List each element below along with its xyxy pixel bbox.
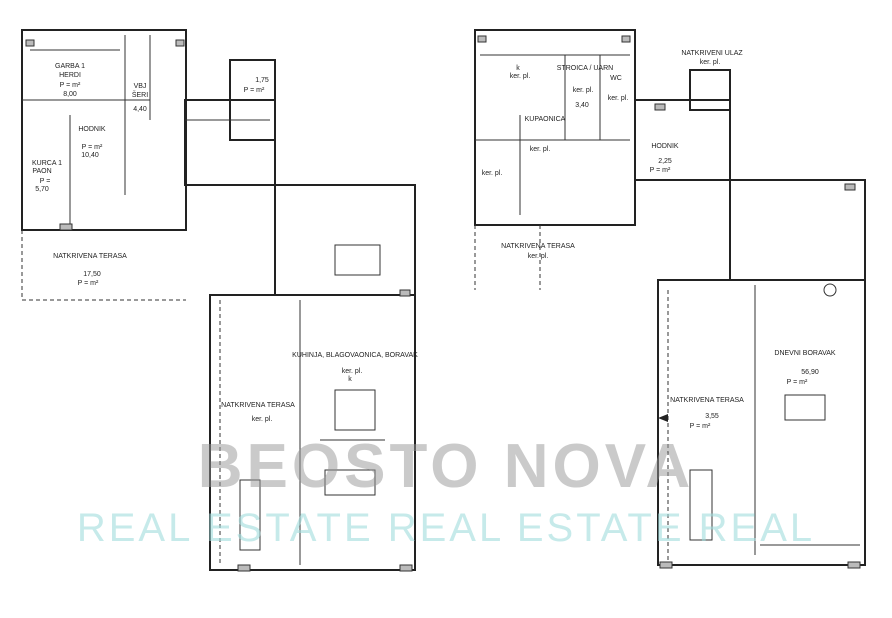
area-label: P = m²	[244, 87, 265, 94]
room-area: 4,40	[133, 106, 147, 113]
room-label: NATKRIVENA TERASA	[670, 397, 744, 404]
floor-label: ker. pl.	[252, 416, 273, 423]
room-label: NATKRIVENI ULAZ	[681, 50, 743, 57]
room-label: VBJ	[134, 83, 147, 90]
room-label: HODNIK	[78, 126, 106, 133]
floor-label: ker. pl.	[700, 59, 721, 66]
room-area: 10,40	[81, 152, 99, 159]
area-label: P = m²	[60, 82, 81, 89]
area-label: P = m²	[78, 280, 99, 287]
room-area: 17,50	[83, 271, 101, 278]
floor-plan-left: GARBA 1 HERDI P = m² 8,00 VBJ ŠERI 4,40 …	[21, 29, 418, 572]
room-area: 1,75	[255, 77, 269, 84]
area-label: P =	[40, 178, 51, 185]
wall-outline	[274, 184, 416, 296]
room-label: NATKRIVENA TERASA	[53, 253, 127, 260]
room-area: 2,25	[658, 158, 672, 165]
floor-label: ker. pl.	[528, 253, 549, 260]
wall-outline	[229, 59, 276, 141]
area-label: P = m²	[787, 379, 808, 386]
room-label: STROICA / UARN	[557, 65, 613, 72]
room-label: k	[516, 65, 520, 72]
floor-label: ker. pl.	[342, 368, 363, 375]
area-label: P = m²	[690, 423, 711, 430]
wall-outline	[689, 69, 731, 111]
room-area: 56,90	[801, 369, 819, 376]
wall-outline	[209, 294, 416, 571]
floor-label: ker. pl.	[608, 95, 629, 102]
room-label: HERDI	[59, 72, 81, 79]
floor-label: k	[348, 376, 352, 383]
room-area: 3,55	[705, 413, 719, 420]
floor-label: ker. pl.	[510, 73, 531, 80]
entrance-arrow-icon	[658, 414, 668, 422]
room-area: 8,00	[63, 91, 77, 98]
room-label: NATKRIVENA TERASA	[221, 402, 295, 409]
room-label: DNEVNI BORAVAK	[774, 350, 836, 357]
room-label: KUPAONICA	[525, 116, 566, 123]
wall-outline	[634, 99, 731, 181]
room-label: PAON	[32, 168, 51, 175]
floor-label: ker. pl.	[482, 170, 503, 177]
room-label: WC	[610, 75, 622, 82]
area-label: P = m²	[650, 167, 671, 174]
floor-label: ker. pl.	[530, 146, 551, 153]
room-area: 3,40	[575, 102, 589, 109]
wall-outline	[729, 179, 866, 281]
room-label: KUHINJA, BLAGOVAONICA, BORAVAK	[292, 352, 418, 359]
area-label: P = m²	[82, 144, 103, 151]
floor-label: ker. pl.	[573, 87, 594, 94]
room-label: ŠERI	[132, 90, 148, 99]
wall-outline	[474, 29, 636, 226]
room-area: 5,70	[35, 186, 49, 193]
room-label: GARBA 1	[55, 63, 85, 70]
floor-plan-right: k ker. pl. STROICA / UARN ker. pl. 3,40 …	[474, 29, 866, 569]
room-label: KURCA 1	[32, 160, 62, 167]
room-label: NATKRIVENA TERASA	[501, 243, 575, 250]
room-label: HODNIK	[651, 143, 679, 150]
wall-outline	[657, 279, 866, 566]
